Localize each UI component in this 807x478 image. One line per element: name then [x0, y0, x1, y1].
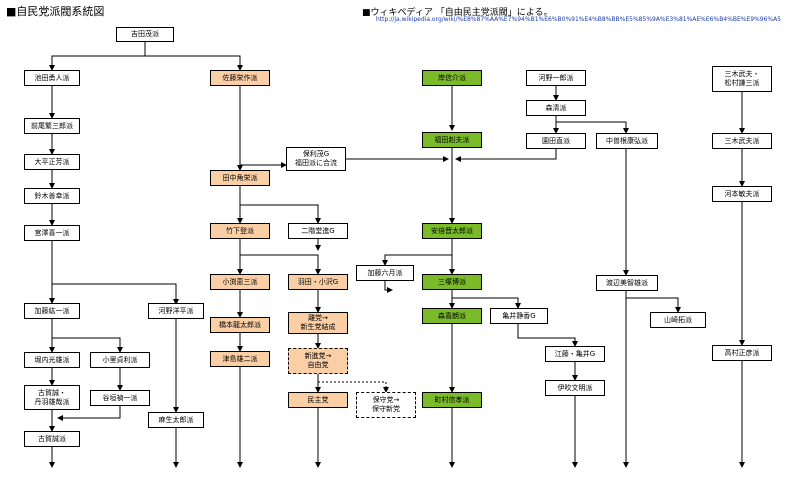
node-shinsei: 離党→ 新生党結成 [288, 312, 348, 334]
node-tsushima: 津島雄二派 [210, 351, 270, 367]
source-url[interactable]: http://ja.wikipedia.org/wiki/%E8%87%AA%E… [376, 16, 781, 23]
node-tanaka: 田中角栄派 [210, 170, 270, 186]
node-kamei-g: 亀井静香G [490, 308, 548, 324]
node-ohira: 大平正芳派 [24, 154, 80, 170]
node-yamasaki: 山崎拓派 [650, 312, 706, 328]
node-suzuki: 鈴木善幸派 [24, 188, 80, 204]
node-tanigaki: 谷垣禎一派 [90, 390, 150, 406]
node-mori: 森喜朗派 [422, 308, 482, 324]
edge [382, 254, 452, 266]
node-miyazawa: 宮澤喜一派 [24, 225, 80, 241]
node-kato: 加藤紘一派 [24, 303, 80, 319]
node-aso: 麻生太郎派 [148, 412, 204, 428]
node-abe: 安倍晋太郎派 [422, 223, 482, 239]
node-nikaido: 二階堂進G [288, 223, 348, 239]
node-watanabe: 渡辺美智雄派 [596, 275, 658, 291]
node-minshu: 民主党 [288, 392, 348, 408]
edge [239, 150, 287, 168]
node-koga: 古賀誠派 [24, 431, 80, 447]
node-kochi: 河本敏夫派 [712, 186, 772, 202]
node-kato-mutsuki: 加藤六月派 [356, 265, 414, 281]
edge [556, 121, 629, 134]
edge [455, 149, 557, 162]
edge [51, 241, 179, 305]
node-mori-kiyoshi: 森清派 [526, 100, 586, 116]
node-koriyama: 小里貞利派 [90, 352, 150, 368]
node-yoshida: 吉田茂派 [116, 27, 174, 42]
node-kono-yohei: 河野洋平派 [148, 303, 204, 319]
node-sonoda: 園田直派 [526, 133, 586, 149]
node-kono-ichiro: 河野一郎派 [526, 70, 586, 86]
node-nakasone: 中曽根康弘派 [596, 133, 658, 149]
node-ikeda: 池田勇人派 [24, 70, 80, 86]
page-title: ■自民党派閥系統図 [6, 5, 105, 18]
node-obuchi: 小渕恵三派 [210, 274, 270, 290]
node-mitsuzuka: 三塚博派 [422, 274, 482, 290]
edge [625, 291, 681, 313]
edge [52, 337, 123, 353]
edge [145, 55, 243, 71]
node-hoshu: 保守党→ 保守新党 [356, 392, 416, 418]
node-takeshita: 竹下登派 [210, 223, 270, 239]
node-komura: 高村正彦派 [712, 345, 772, 361]
edge [49, 42, 146, 71]
node-eto-kamei: 江藤・亀井G [545, 346, 605, 362]
node-maeo: 前尾繁三郎派 [24, 118, 80, 134]
node-machimura: 町村信孝派 [422, 392, 482, 408]
node-fukuda: 福田赳夫派 [422, 132, 482, 148]
node-kishi: 岸信介派 [422, 70, 482, 86]
node-shinshin: 新進党→ 自由党 [288, 348, 348, 374]
edge [384, 281, 393, 293]
node-horiuchi: 堀内光雄派 [24, 352, 80, 368]
edge [57, 406, 121, 421]
node-sato: 佐藤栄作派 [210, 70, 270, 86]
source-note: ■ウィキペディア 「自由民主党派閥」による。 [362, 8, 553, 18]
node-koga-niwa: 古賀誠・ 丹羽雄哉派 [24, 385, 80, 410]
node-miki: 三木武夫派 [712, 133, 772, 149]
node-hata: 羽田・小沢G [288, 274, 348, 290]
edge [517, 324, 578, 347]
node-hori-g: 保利茂G 福田派に合流 [286, 147, 346, 171]
node-hashimoto: 橋本龍太郎派 [210, 317, 270, 333]
edge [240, 204, 321, 224]
dotted-edge [318, 381, 389, 393]
edge [240, 254, 321, 275]
edge [452, 297, 521, 309]
node-ibuki: 伊吹文明派 [545, 380, 605, 396]
node-miki-matsumura: 三木武夫・ 松村謙三派 [712, 66, 772, 92]
